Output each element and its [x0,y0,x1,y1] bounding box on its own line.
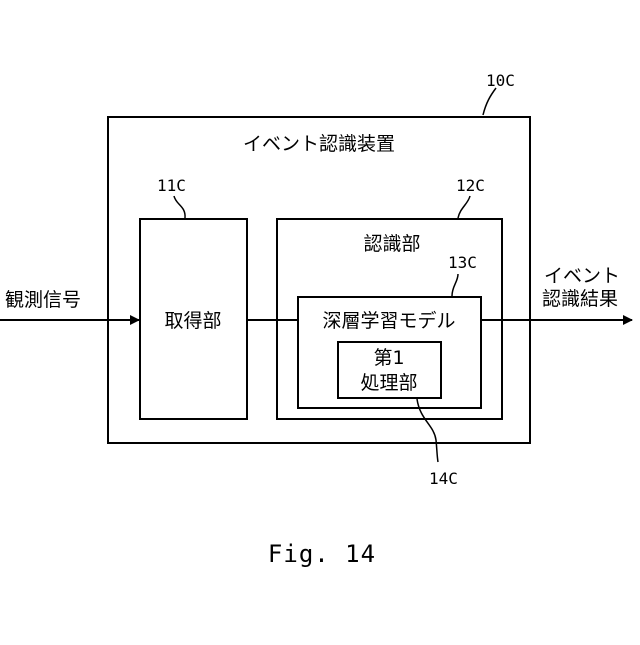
output-result-label-line1: イベント [544,265,620,287]
figure-label: Fig. 14 [268,540,376,568]
ref-13c: 13C [448,253,477,272]
first-processing-unit-label-line2: 処理部 [360,372,417,394]
ref-10c: 10C [486,71,515,90]
ref-10c-leader [483,88,496,115]
ref-12c-leader [458,196,470,218]
event-recognition-device-box [108,117,530,443]
ref-13c-leader [452,274,458,296]
event-recognition-device-title: イベント認識装置 [243,133,395,155]
acquisition-unit-label: 取得部 [164,310,221,332]
deep-learning-model-label: 深層学習モデル [322,310,455,332]
recognition-unit-label: 認識部 [363,233,420,255]
first-processing-unit-label-line1: 第1 [373,347,404,369]
ref-11c: 11C [157,176,186,195]
ref-12c: 12C [456,176,485,195]
ref-14c: 14C [429,469,458,488]
input-signal-label: 観測信号 [5,289,81,311]
output-result-label-line2: 認識結果 [542,288,618,310]
ref-11c-leader [174,196,185,218]
